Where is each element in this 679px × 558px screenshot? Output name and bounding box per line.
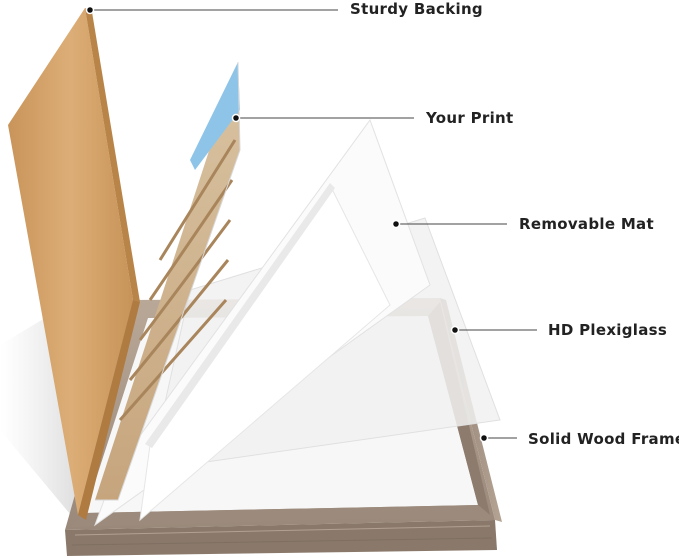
label-solid-wood-frame: Solid Wood Frame (528, 430, 679, 448)
marker-print (231, 113, 241, 123)
label-sturdy-backing: Sturdy Backing (350, 0, 483, 18)
removable-mat (93, 118, 431, 527)
marker-plexiglass (450, 325, 460, 335)
marker-mat (391, 219, 401, 229)
print-sheet (95, 61, 241, 501)
callout-lines (85, 5, 537, 443)
label-your-print: Your Print (426, 109, 514, 127)
marker-backing (85, 5, 95, 15)
label-hd-plexiglass: HD Plexiglass (548, 321, 668, 339)
sturdy-backing (8, 8, 140, 520)
label-removable-mat: Removable Mat (519, 215, 654, 233)
marker-frame (479, 433, 489, 443)
